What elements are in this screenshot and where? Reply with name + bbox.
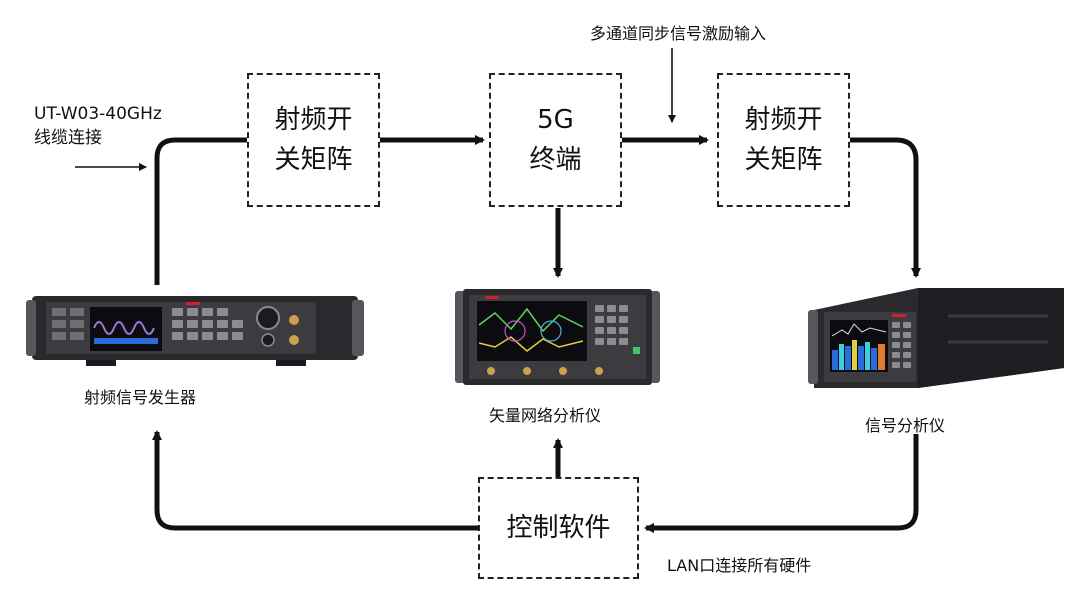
control-software-label: 控制软件 <box>506 513 611 543</box>
5g-terminal-line2: 终端 <box>529 145 582 175</box>
cable-label-line1: UT-W03-40GHz <box>34 104 162 124</box>
rf-switch-matrix-right-line2: 关矩阵 <box>744 145 823 175</box>
rf-signal-generator-label: 射频信号发生器 <box>84 388 197 407</box>
rf-switch-matrix-right: 射频开 关矩阵 <box>717 73 850 207</box>
lan-label: LAN口连接所有硬件 <box>667 556 812 575</box>
rf-signal-generator-image <box>26 296 364 366</box>
cable-label-line2: 线缆连接 <box>34 128 102 148</box>
5g-terminal-line1: 5G <box>537 105 574 135</box>
signal-analyzer-label: 信号分析仪 <box>865 416 946 435</box>
5g-terminal-box: 5G 终端 <box>489 73 622 207</box>
rf-switch-matrix-right-line1: 射频开 <box>744 105 823 135</box>
wire-generator-to-matrix <box>154 137 247 285</box>
rf-switch-matrix-left-line2: 关矩阵 <box>274 145 353 175</box>
wire-control-to-generator <box>152 430 478 531</box>
rf-switch-matrix-left: 射频开 关矩阵 <box>247 73 380 207</box>
vna-label: 矢量网络分析仪 <box>489 406 602 425</box>
cable-label: UT-W03-40GHz 线缆连接 <box>34 102 162 150</box>
wire-matrix-to-analyzer <box>850 137 921 278</box>
signal-analyzer-image <box>808 288 1064 388</box>
control-software-box: 控制软件 <box>478 477 639 579</box>
multi-channel-label: 多通道同步信号激励输入 <box>590 24 767 43</box>
rf-switch-matrix-left-line1: 射频开 <box>274 105 353 135</box>
vector-network-analyzer-image <box>455 289 660 385</box>
wire-analyzer-to-control <box>644 434 919 533</box>
